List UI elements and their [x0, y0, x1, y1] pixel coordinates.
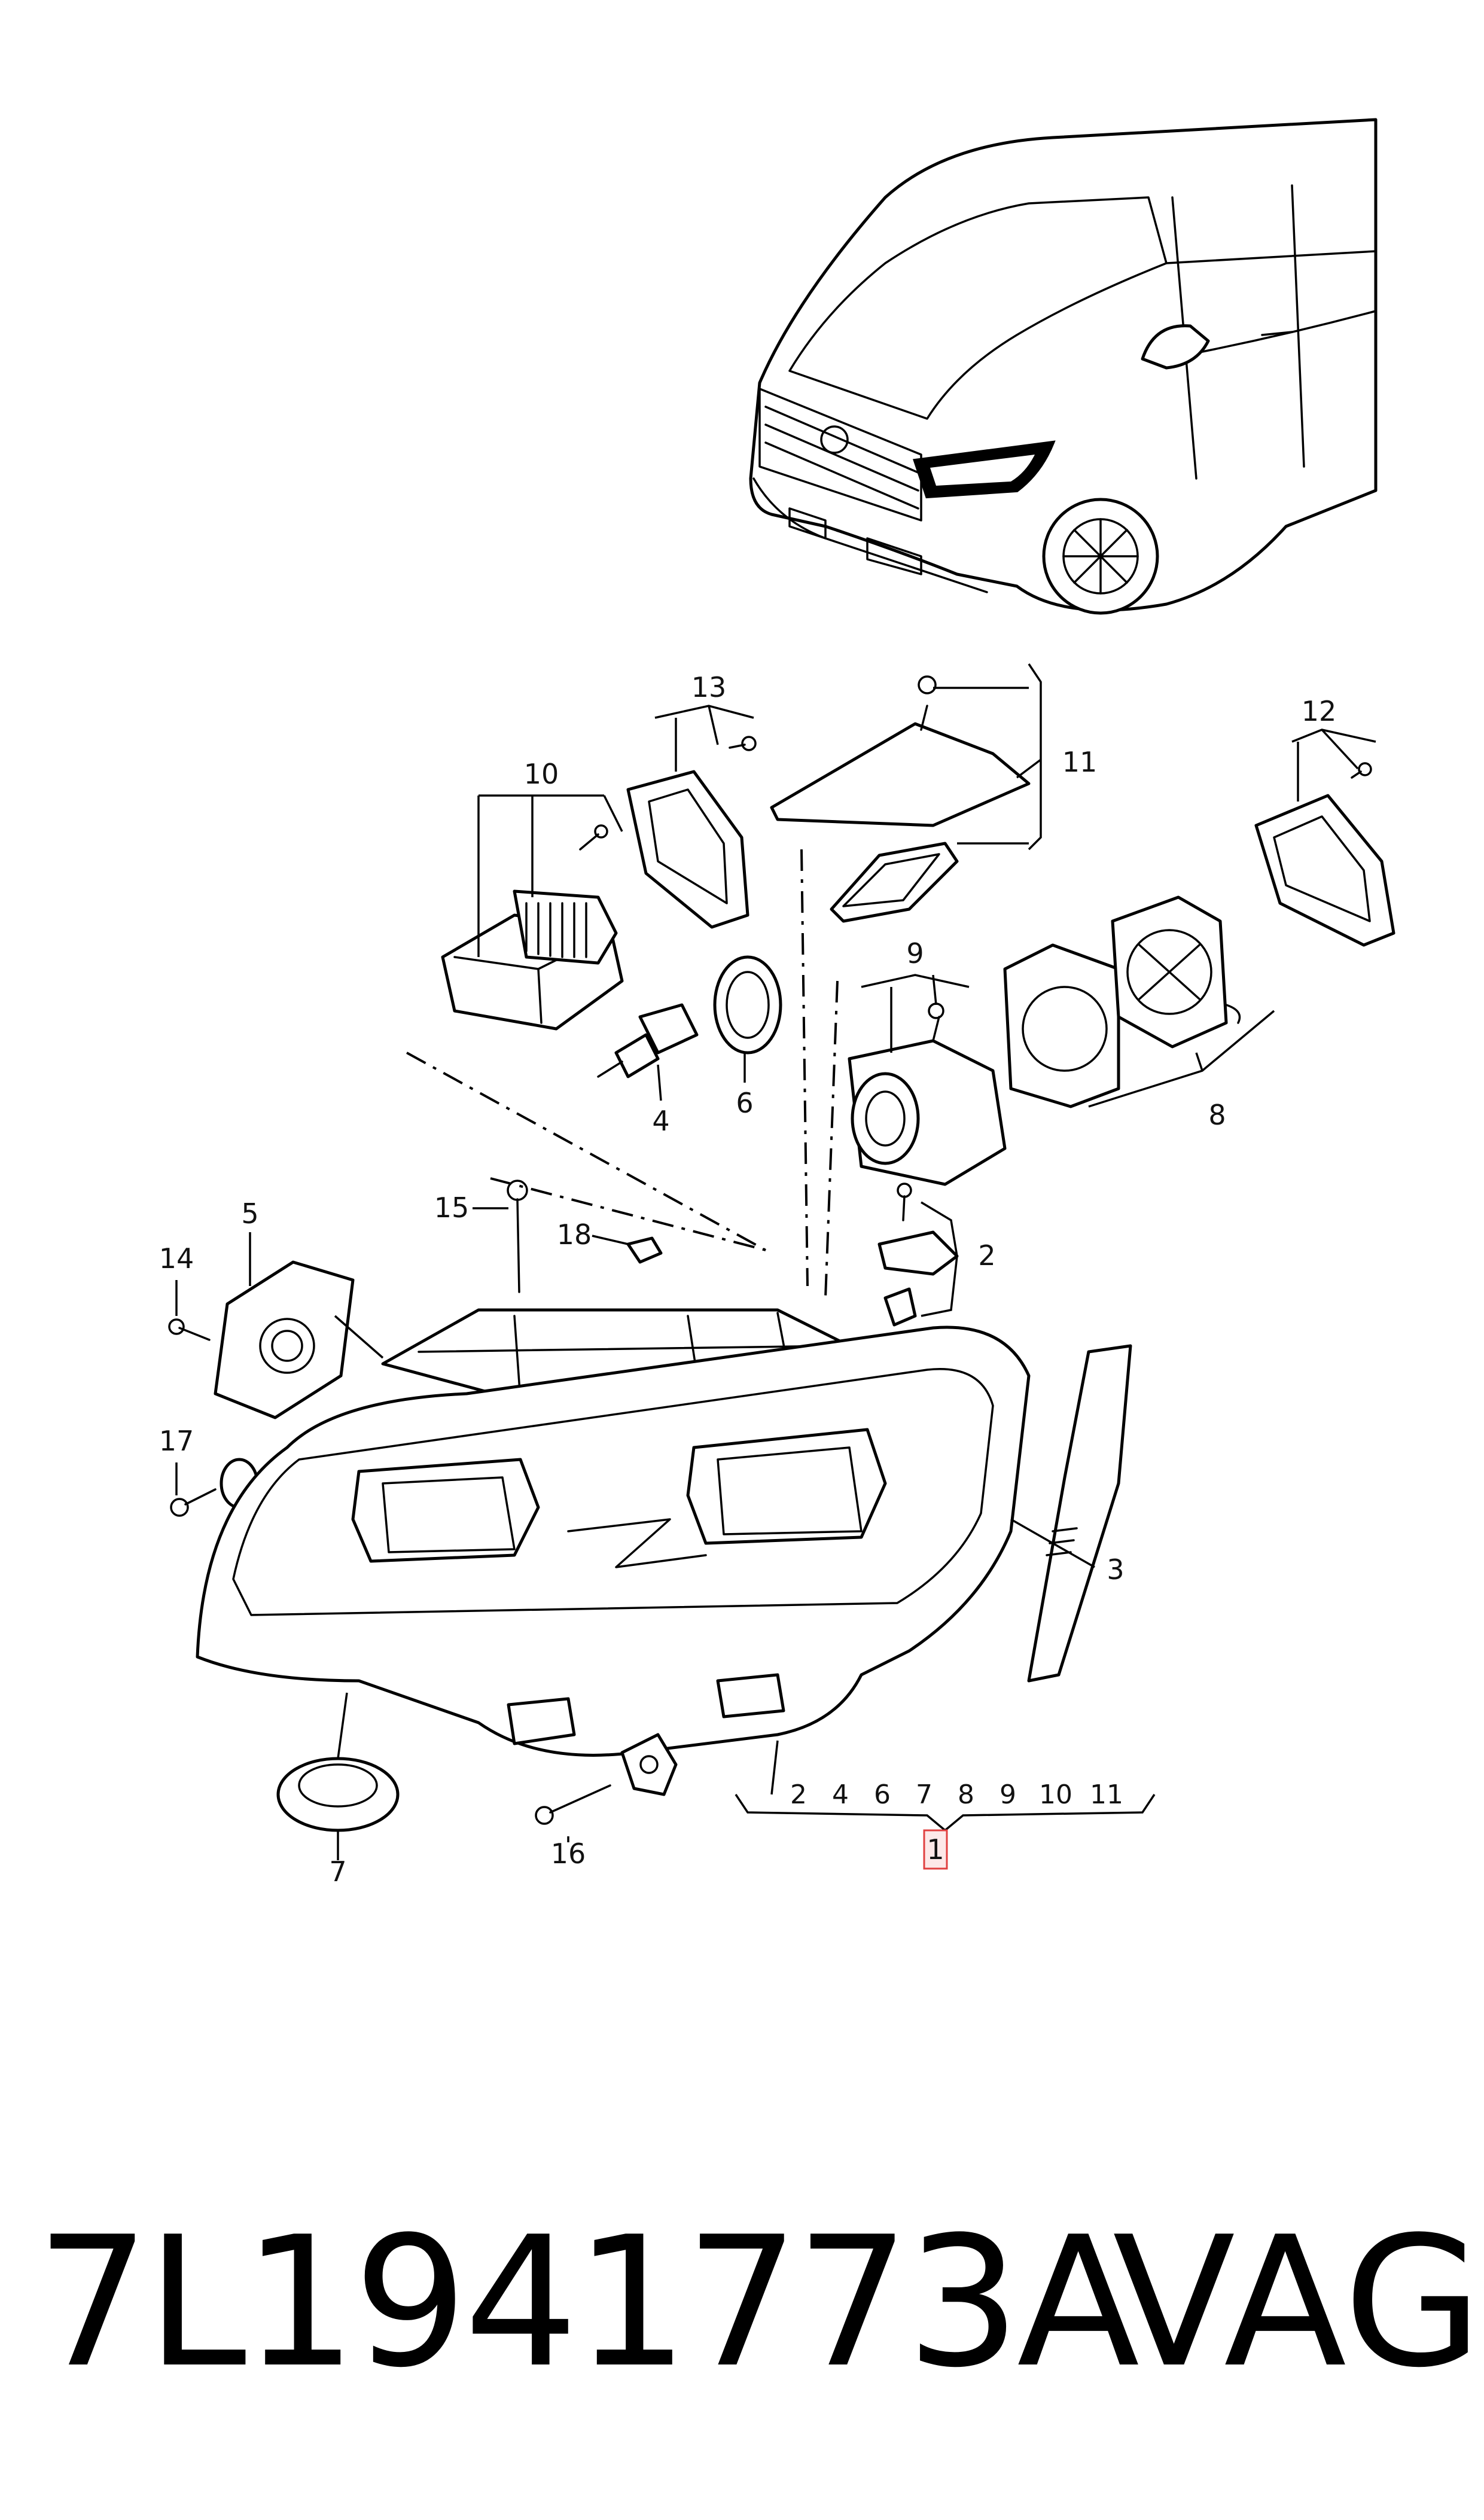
callout-11: 11 — [1062, 746, 1098, 778]
callout-3: 3 — [1107, 1553, 1124, 1586]
part-8-fan — [1003, 895, 1241, 1108]
part-15-bolt — [507, 1180, 528, 1293]
callout-4: 4 — [652, 1105, 669, 1137]
callout-1-highlight — [923, 1829, 948, 1870]
part-13-gasket — [626, 736, 757, 929]
part-18-clip — [626, 1236, 663, 1264]
headlight-assembly — [196, 1308, 1031, 1832]
dashed-leaders — [406, 849, 839, 1299]
callout-9: 9 — [906, 937, 924, 970]
callout-8: 8 — [1208, 1099, 1226, 1131]
callout-13: 13 — [691, 671, 727, 703]
assembly-item-10: 10 — [1039, 1779, 1072, 1810]
assembly-item-2: 2 — [790, 1779, 807, 1810]
callout-18: 18 — [557, 1218, 592, 1251]
assembly-item-7: 7 — [916, 1779, 933, 1810]
callout-17: 17 — [159, 1425, 194, 1457]
part-11-cover — [770, 675, 1031, 923]
callout-2: 2 — [978, 1239, 995, 1272]
part-2-bracket — [877, 1183, 959, 1327]
leader-lines — [175, 663, 1376, 1860]
part-5-ballast — [168, 1260, 355, 1419]
callout-16: 16 — [551, 1838, 586, 1870]
assembly-item-4: 4 — [832, 1779, 849, 1810]
assembly-item-9: 9 — [1000, 1779, 1016, 1810]
callout-6: 6 — [736, 1087, 753, 1119]
callout-10: 10 — [524, 758, 559, 790]
part-6-ring — [713, 955, 782, 1055]
callout-1: 1 — [927, 1833, 944, 1866]
part-4-bulb — [597, 1003, 699, 1078]
callout-14: 14 — [159, 1242, 194, 1275]
assembly-item-11: 11 — [1090, 1779, 1123, 1810]
part-9-projector — [848, 1002, 1007, 1186]
part-3-trim — [1027, 1344, 1132, 1683]
brand-label: VAG — [1113, 2198, 1483, 2407]
callout-5: 5 — [241, 1197, 258, 1230]
assembly-item-6: 6 — [874, 1779, 891, 1810]
van-illustration — [749, 118, 1378, 615]
part-number: 7L1941773A — [36, 2198, 1139, 2407]
part-12-gasket — [1254, 762, 1395, 947]
assembly-item-8: 8 — [958, 1779, 974, 1810]
callout-7: 7 — [329, 1855, 346, 1888]
callout-labels: 10 13 11 12 9 4 6 8 5 15 18 14 2 17 3 7 … — [159, 671, 1337, 1888]
callout-12: 12 — [1302, 695, 1337, 727]
part-10-module — [441, 824, 624, 1031]
callout-15: 15 — [434, 1192, 470, 1224]
